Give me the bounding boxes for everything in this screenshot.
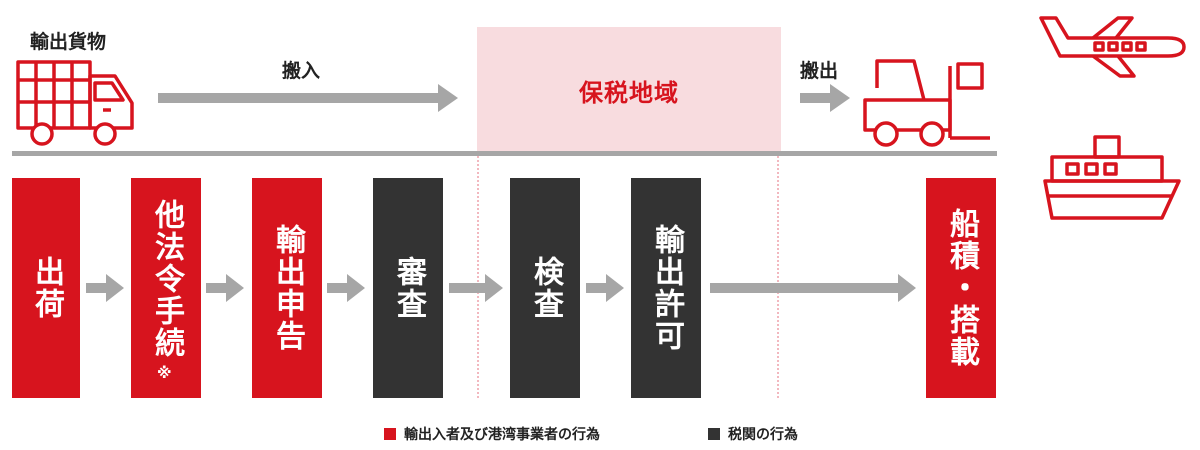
flow-arrow-2	[206, 274, 244, 302]
step-label: 輸出申告	[270, 224, 305, 352]
legend-customs: 税関の行為	[708, 424, 798, 444]
carry-in-label: 搬入	[282, 60, 321, 82]
step-export-declaration: 輸出申告	[252, 178, 322, 398]
flow-arrow-1	[86, 274, 124, 302]
carry-out-label: 搬出	[800, 60, 839, 82]
step-label: 出荷	[29, 256, 64, 320]
airplane-icon	[1039, 16, 1186, 78]
flow-arrow-6	[710, 274, 916, 302]
step-label: 船積・搭載	[944, 208, 979, 368]
ground-line	[12, 151, 997, 156]
bonded-area-background	[477, 27, 781, 151]
step-inspection: 検査	[510, 178, 580, 398]
truck-icon	[16, 60, 134, 146]
forklift-icon	[863, 59, 990, 147]
flow-arrow-5	[586, 274, 624, 302]
step-other-law-procedures: 他法令手続 ※	[131, 178, 201, 398]
step-loading: 船積・搭載	[926, 178, 996, 398]
step-label: 検査	[528, 256, 563, 320]
legend-swatch-dark	[708, 428, 720, 440]
bonded-area-left-boundary	[477, 156, 479, 398]
step-note: ※	[157, 364, 172, 382]
step-label: 輸出許可	[649, 224, 684, 352]
step-label: 他法令手続	[149, 199, 184, 359]
step-shipment: 出荷	[12, 178, 80, 398]
bonded-area-label: 保税地域	[579, 79, 679, 107]
export-cargo-label: 輸出貨物	[30, 31, 107, 53]
carry-out-arrow	[800, 84, 850, 112]
legend-label: 輸出入者及び港湾事業者の行為	[404, 427, 600, 443]
legend-importer-exporter: 輸出入者及び港湾事業者の行為	[384, 424, 600, 444]
bonded-area-right-boundary	[777, 156, 779, 398]
step-label: 審査	[391, 256, 426, 320]
step-export-permit: 輸出許可	[631, 178, 701, 398]
legend-label: 税関の行為	[728, 427, 798, 443]
step-examination: 審査	[373, 178, 443, 398]
legend-swatch-red	[384, 428, 396, 440]
carry-in-arrow	[158, 84, 458, 112]
ship-icon	[1043, 135, 1181, 220]
flow-arrow-4	[449, 274, 503, 302]
flow-arrow-3	[327, 274, 365, 302]
